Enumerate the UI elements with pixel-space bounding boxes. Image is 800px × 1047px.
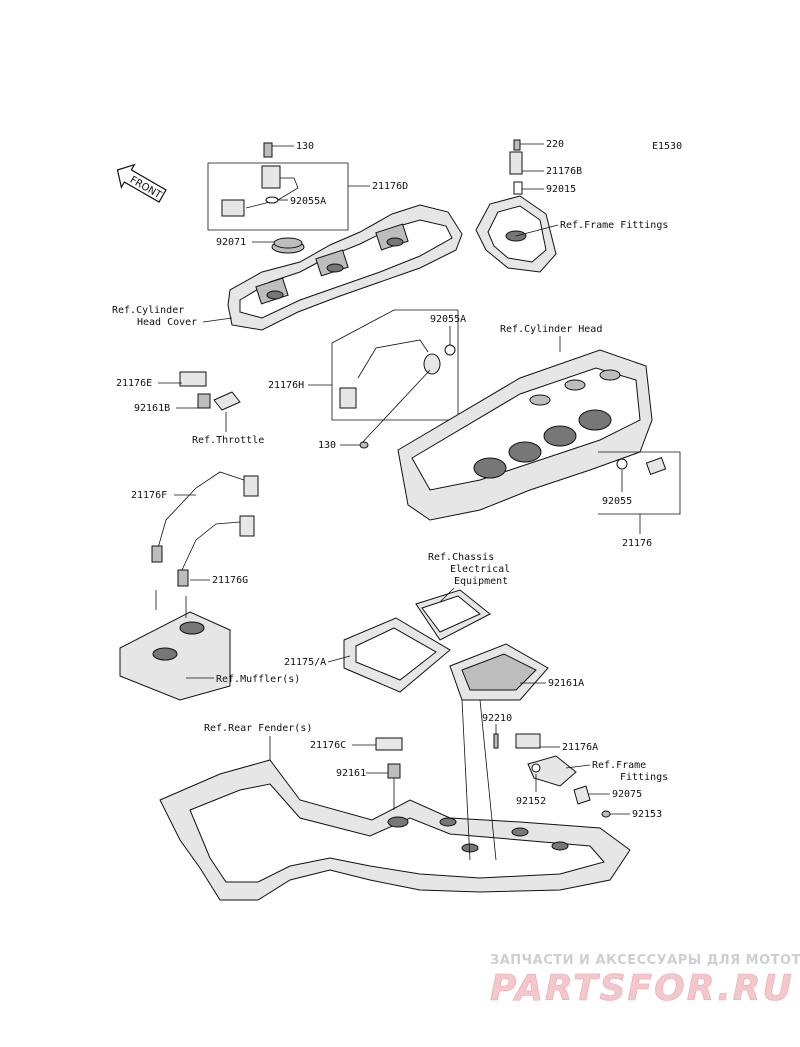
label-21176A: 21176A <box>562 742 598 753</box>
label-92055A-top: 92055A <box>290 196 326 207</box>
cylinder-head-cover <box>227 204 463 331</box>
ecu-units <box>343 589 549 701</box>
label-21176G: 21176G <box>212 575 248 586</box>
ref-cylinder-head-cover-1: Ref.Cylinder <box>112 305 184 316</box>
label-21176: 21176 <box>622 538 652 549</box>
label-92210: 92210 <box>482 713 512 724</box>
label-92153: 92153 <box>632 809 662 820</box>
label-130-mid: 130 <box>318 440 336 451</box>
label-92055: 92055 <box>602 496 632 507</box>
label-220: 220 <box>546 139 564 150</box>
ref-cylinder-head: Ref.Cylinder Head <box>500 324 602 335</box>
oring-92055 <box>616 458 628 470</box>
sensor-21176H <box>339 339 456 409</box>
grommet-92071 <box>273 237 303 249</box>
label-92015: 92015 <box>546 184 576 195</box>
label-130-top: 130 <box>296 141 314 152</box>
ref-mufflers: Ref.Muffler(s) <box>216 674 300 685</box>
label-21175A: 21175/A <box>284 657 326 668</box>
label-21176B: 21176B <box>546 166 582 177</box>
sensor-21176A <box>493 733 611 818</box>
ref-chassis-3: Equipment <box>454 576 508 587</box>
label-21176C: 21176C <box>310 740 346 751</box>
frame-fitting-top <box>475 139 557 273</box>
o2-sensors <box>151 471 259 587</box>
label-92075: 92075 <box>612 789 642 800</box>
watermark-tagline: ЗАПЧАСТИ И АКСЕССУАРЫ ДЛЯ МОТОТЕХНИКИ <box>490 953 800 968</box>
label-92071: 92071 <box>216 237 246 248</box>
cylinder-head <box>397 349 653 521</box>
ref-frame-fittings-bottom-2: Fittings <box>620 772 668 783</box>
callout-box-21176D <box>207 162 349 231</box>
front-arrow-icon: FRONT <box>116 163 167 203</box>
label-92161A: 92161A <box>548 678 584 689</box>
ref-cylinder-head-cover-2: Head Cover <box>137 317 197 328</box>
sensor-21176C <box>375 737 403 810</box>
ref-chassis-2: Electrical <box>450 564 510 575</box>
label-92055A-mid: 92055A <box>430 314 466 325</box>
label-92161: 92161 <box>336 768 366 779</box>
label-21176F: 21176F <box>131 490 167 501</box>
rear-fender <box>159 759 631 901</box>
sensor-21176D <box>221 142 299 217</box>
ref-rear-fenders: Ref.Rear Fender(s) <box>204 723 312 734</box>
label-92161B: 92161B <box>134 403 170 414</box>
watermark-logo: PARTSFOR.RU <box>490 968 794 1009</box>
diagram-code: E1530 <box>652 141 682 152</box>
ref-chassis-1: Ref.Chassis <box>428 552 494 563</box>
ref-throttle: Ref.Throttle <box>192 435 264 446</box>
ref-frame-fittings-bottom-1: Ref.Frame <box>592 760 646 771</box>
callout-box-21176H <box>331 309 459 421</box>
label-21176H: 21176H <box>268 380 304 391</box>
sensor-21176 <box>645 456 667 476</box>
ref-frame-fittings-top: Ref.Frame Fittings <box>560 220 668 231</box>
ecu-leaders <box>461 699 497 861</box>
label-21176E: 21176E <box>116 378 152 389</box>
callout-box-21176 <box>598 451 681 515</box>
label-21176D: 21176D <box>372 181 408 192</box>
muffler <box>119 590 231 701</box>
label-92152: 92152 <box>516 796 546 807</box>
sensor-21176E <box>179 371 241 411</box>
